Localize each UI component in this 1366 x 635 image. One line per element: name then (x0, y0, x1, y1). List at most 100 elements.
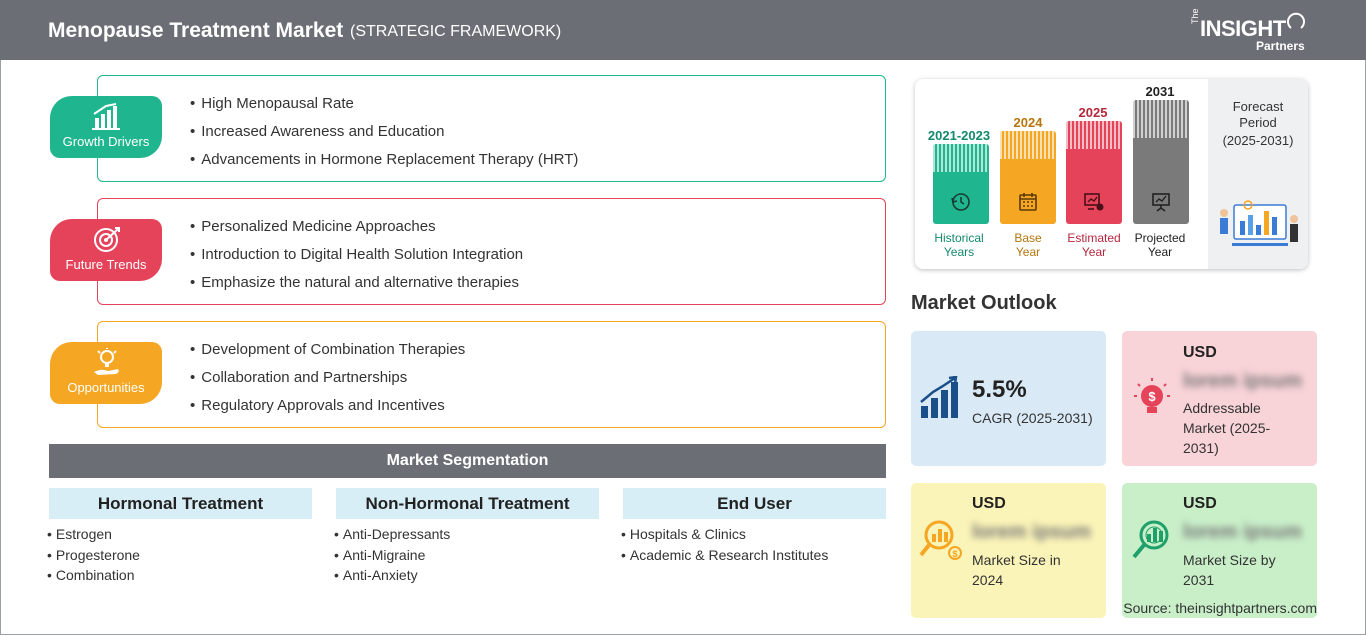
timeline-caption-estimated: Estimated Year (1054, 231, 1134, 259)
opportunities-badge: Opportunities (50, 342, 162, 404)
magnifier-chart-icon (1132, 520, 1169, 559)
market-size-2024-usd: USD (972, 495, 1006, 512)
future-trends-badge: Future Trends (50, 219, 162, 281)
bar-stripes (1133, 100, 1189, 138)
future-trends-label: Future Trends (65, 257, 147, 272)
timeline-bar-estimated (1066, 121, 1122, 224)
forecast-period-label: Forecast Period (1232, 99, 1284, 130)
caption-line: Year (1015, 245, 1041, 259)
timeline-year-historical: 2021-2023 (927, 128, 991, 143)
segment-list-hormonal: Estrogen Progesterone Combination (47, 524, 140, 586)
market-size-2024-label: Market Size in 2024 (972, 550, 1061, 590)
opportunities-label: Opportunities (67, 380, 145, 395)
segment-heading-end-user: End User (623, 488, 886, 519)
segment-list-non-hormonal: Anti-Depressants Anti-Migraine Anti-Anxi… (334, 524, 450, 586)
forecast-period-panel: Forecast Period (2025-2031) (1208, 79, 1308, 269)
label-line: Market Size in (972, 552, 1061, 568)
label-line: Market Size by (1183, 552, 1276, 568)
page-title: Menopause Treatment Market (48, 19, 344, 42)
timeline-bar-base (1000, 131, 1056, 224)
future-trends-list: Personalized Medicine Approaches Introdu… (190, 213, 523, 297)
insight-partners-logo: The INSIGHT Partners (1190, 8, 1315, 54)
opportunities-list: Development of Combination Therapies Col… (190, 336, 465, 420)
segment-heading-non-hormonal: Non-Hormonal Treatment (336, 488, 599, 519)
bar-stripes (933, 144, 989, 172)
label-line: 2024 (972, 572, 1004, 588)
list-item: Regulatory Approvals and Incentives (190, 392, 465, 420)
label-line: 2031 (1183, 572, 1215, 588)
caption-line: Historical (934, 231, 984, 245)
market-size-2031-label: Market Size by 2031 (1183, 550, 1276, 590)
lightbulb-hand-icon (94, 348, 119, 375)
list-item: Anti-Anxiety (334, 565, 450, 586)
bar-stripes (1066, 121, 1122, 149)
list-item: Introduction to Digital Health Solution … (190, 241, 523, 269)
list-item: Advancements in Hormone Replacement Ther… (190, 146, 578, 174)
list-item: Academic & Research Institutes (621, 545, 828, 566)
list-item: Progesterone (47, 545, 140, 566)
market-size-2024-card: $ USD lorem ipsum Market Size in 2024 (911, 483, 1106, 618)
list-item: Combination (47, 565, 140, 586)
logo-arc-icon (1287, 12, 1305, 29)
header-bar: Menopause Treatment Market (STRATEGIC FR… (0, 0, 1366, 60)
svg-text:$: $ (1148, 389, 1156, 404)
list-item: Anti-Depressants (334, 524, 450, 545)
market-size-2031-usd: USD (1183, 495, 1217, 512)
timeline-year-projected: 2031 (1145, 84, 1175, 99)
list-item: Increased Awareness and Education (190, 118, 578, 146)
logo-partners-text: Partners (1256, 39, 1305, 53)
caption-line: Year (1081, 245, 1107, 259)
growth-chart-icon (92, 103, 120, 130)
market-size-2031-value: lorem ipsum (1183, 521, 1302, 543)
list-item: Personalized Medicine Approaches (190, 213, 523, 241)
label-line: 2031) (1183, 440, 1219, 456)
market-size-2031-card: USD lorem ipsum Market Size by 2031 (1122, 483, 1317, 618)
timeline-bar-projected (1133, 100, 1189, 224)
segment-heading-hormonal: Hormonal Treatment (49, 488, 312, 519)
addressable-label: Addressable Market (2025- 2031) (1183, 398, 1270, 458)
market-outlook-title: Market Outlook (911, 292, 1057, 314)
list-item: Emphasize the natural and alternative th… (190, 269, 523, 297)
lightbulb-dollar-icon: $ (1134, 378, 1170, 413)
logo-the-text: The (1190, 8, 1200, 24)
growth-bars-icon (920, 376, 958, 418)
timeline-caption-projected: Projected Year (1120, 231, 1200, 259)
timeline-caption-historical: Historical Years (919, 231, 999, 259)
logo-insight-text: INSIGHT (1200, 16, 1286, 41)
cagr-value: 5.5% (972, 376, 1027, 403)
label-line: Market (2025- (1183, 420, 1271, 436)
presentation-icon (1152, 193, 1170, 212)
svg-text:$: $ (952, 549, 957, 559)
source-credit: Source: theinsightpartners.com (1123, 600, 1317, 616)
addressable-market-card: $ USD lorem ipsum Addressable Market (20… (1122, 331, 1317, 466)
caption-line: Year (1147, 245, 1173, 259)
caption-line: Base (1014, 231, 1042, 245)
caption-line: Projected (1134, 231, 1186, 245)
caption-line: Estimated (1067, 231, 1121, 245)
analytics-icon (1084, 193, 1104, 211)
list-item: Anti-Migraine (334, 545, 450, 566)
caption-line: Years (943, 245, 975, 259)
page-subtitle: (STRATEGIC FRAMEWORK) (350, 23, 562, 40)
cagr-label: CAGR (2025-2031) (972, 410, 1093, 426)
list-item: Development of Combination Therapies (190, 336, 465, 364)
list-item: Estrogen (47, 524, 140, 545)
forecast-period-range: (2025-2031) (1222, 133, 1294, 148)
market-size-2024-value: lorem ipsum (972, 521, 1091, 543)
target-icon (94, 227, 120, 252)
timeline-year-estimated: 2025 (1078, 105, 1108, 120)
timeline-bar-historical (933, 144, 989, 224)
list-item: High Menopausal Rate (190, 90, 578, 118)
addressable-usd: USD (1183, 344, 1217, 361)
market-segmentation-bar: Market Segmentation (49, 444, 886, 478)
label-line: Addressable (1183, 400, 1261, 416)
list-item: Collaboration and Partnerships (190, 364, 465, 392)
segment-list-end-user: Hospitals & Clinics Academic & Research … (621, 524, 828, 565)
growth-drivers-list: High Menopausal Rate Increased Awareness… (190, 90, 578, 174)
addressable-value: lorem ipsum (1183, 370, 1302, 392)
calendar-icon (1019, 193, 1037, 211)
bar-stripes (1000, 131, 1056, 159)
cagr-card: 5.5% CAGR (2025-2031) (911, 331, 1106, 466)
timeline-year-base: 2024 (1013, 115, 1043, 130)
list-item: Hospitals & Clinics (621, 524, 828, 545)
